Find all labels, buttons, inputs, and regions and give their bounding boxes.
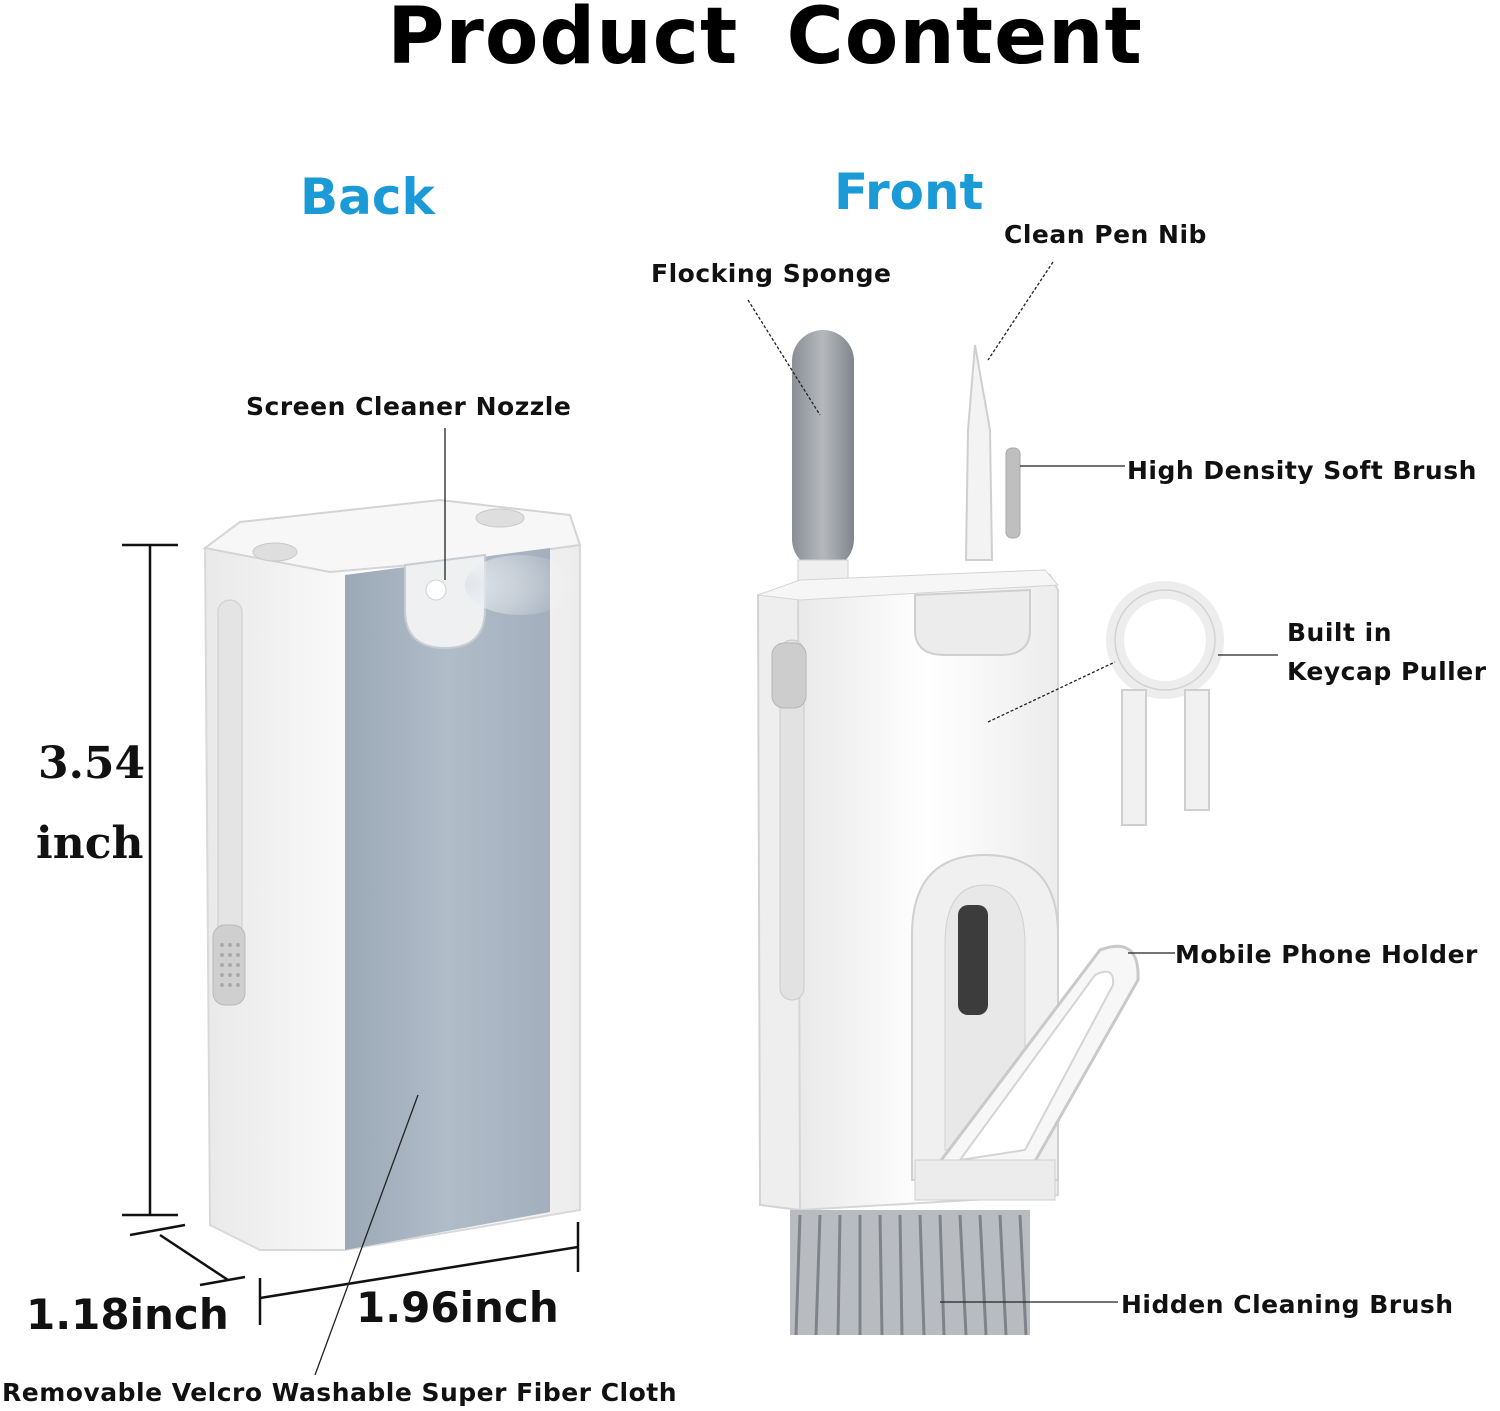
front-leaders [747,261,1116,723]
back-leaders [314,428,446,1376]
keycap-puller-label-line1: Built in [1287,618,1393,647]
fiber-cloth-label: Removable Velcro Washable Super Fiber Cl… [2,1378,678,1407]
depth-dimension: 1.18inch [26,1290,229,1339]
height-value: 3.54 [38,738,146,789]
front-solid-leaders [940,465,1278,1303]
back-device [202,498,582,1251]
height-unit: inch [36,818,144,869]
keycap-puller-label-line2: Keycap Puller [1287,657,1487,686]
page-title: Product Content [387,0,1143,82]
screen-cleaner-nozzle-label: Screen Cleaner Nozzle [246,392,572,421]
hidden-cleaning-brush-label: Hidden Cleaning Brush [1121,1290,1454,1319]
front-label: Front [834,163,984,221]
dimension-lines [122,543,580,1325]
high-density-soft-brush-label: High Density Soft Brush [1127,456,1477,485]
clean-pen-nib-label: Clean Pen Nib [1004,220,1207,249]
mobile-phone-holder-label: Mobile Phone Holder [1175,940,1478,969]
back-label: Back [300,168,435,226]
front-device [756,330,1140,1336]
keycap-puller [1106,581,1224,826]
width-dimension: 1.96inch [356,1283,559,1332]
flocking-sponge-label: Flocking Sponge [651,259,892,288]
